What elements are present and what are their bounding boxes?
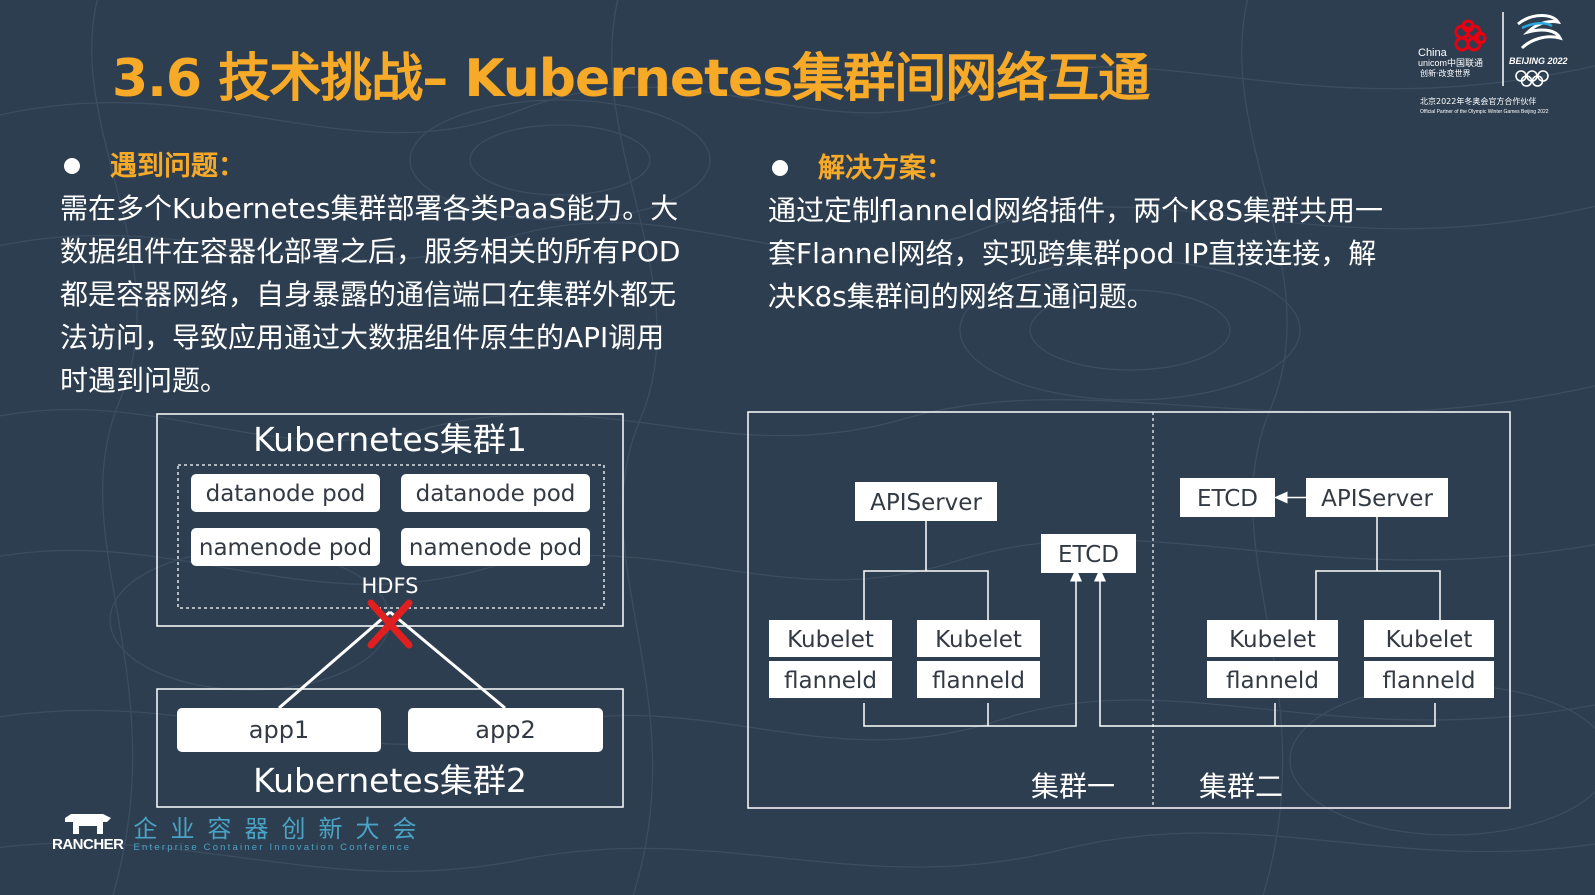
solution-label: 解决方案： (818, 152, 953, 184)
slide-title: 3.6 技术挑战– Kubernetes集群间网络互通 (112, 49, 1150, 109)
conference-en: Enterprise Container Innovation Conferen… (133, 842, 412, 853)
problem-line: 法访问，导致应用通过大数据组件原生的API调用 (60, 321, 665, 354)
unicom-en2: unicom中国联通 (1418, 57, 1483, 68)
solution-heading: 解决方案： (768, 147, 1428, 189)
bullet-icon (772, 160, 788, 176)
solution-line: 套Flannel网络，实现跨集群pod IP直接连接，解 (768, 237, 1377, 270)
problem-line: 数据组件在容器化部署之后，服务相关的所有POD (60, 235, 681, 268)
beijing-2022: BEIJING 2022 (1509, 56, 1568, 66)
rancher-brand: RANCHER (52, 836, 124, 853)
unicom-en1: China (1418, 47, 1448, 59)
sponsor-logo: China unicom中国联通 创新·改变世界 BEIJING 2022 北京… (1418, 10, 1586, 120)
solution-line: 通过定制flanneld网络插件，两个K8S集群共用一 (768, 194, 1384, 227)
problem-heading: 遇到问题： (60, 145, 730, 187)
partner-text: 北京2022年冬奥会官方合作伙伴 (1420, 96, 1536, 106)
partner-en: Official Partner of the Olympic Winter G… (1420, 109, 1549, 115)
problem-line: 时遇到问题。 (60, 364, 229, 397)
rancher-cow-icon (64, 814, 111, 834)
problem-section: 遇到问题： 需在多个Kubernetes集群部署各类PaaS能力。大 数据组件在… (60, 145, 730, 402)
rancher-logo: RANCHER (52, 812, 124, 853)
problem-line: 都是容器网络，自身暴露的通信端口在集群外都无 (60, 278, 677, 311)
problem-line: 需在多个Kubernetes集群部署各类PaaS能力。大 (60, 192, 679, 225)
problem-label: 遇到问题： (110, 150, 245, 182)
bullet-icon (64, 158, 80, 174)
solution-line: 决K8s集群间的网络互通问题。 (768, 280, 1155, 313)
unicom-slogan: 创新·改变世界 (1420, 68, 1471, 78)
solution-section: 解决方案： 通过定制flanneld网络插件，两个K8S集群共用一 套Flann… (768, 147, 1428, 318)
unicom-beijing-logo: China unicom中国联通 创新·改变世界 BEIJING 2022 北京… (1418, 12, 1568, 115)
footer: RANCHER 企业容器创新大会 Enterprise Container In… (52, 812, 430, 853)
conference-cn: 企业容器创新大会 (133, 815, 430, 843)
conference-name: 企业容器创新大会 Enterprise Container Innovation… (134, 816, 430, 853)
